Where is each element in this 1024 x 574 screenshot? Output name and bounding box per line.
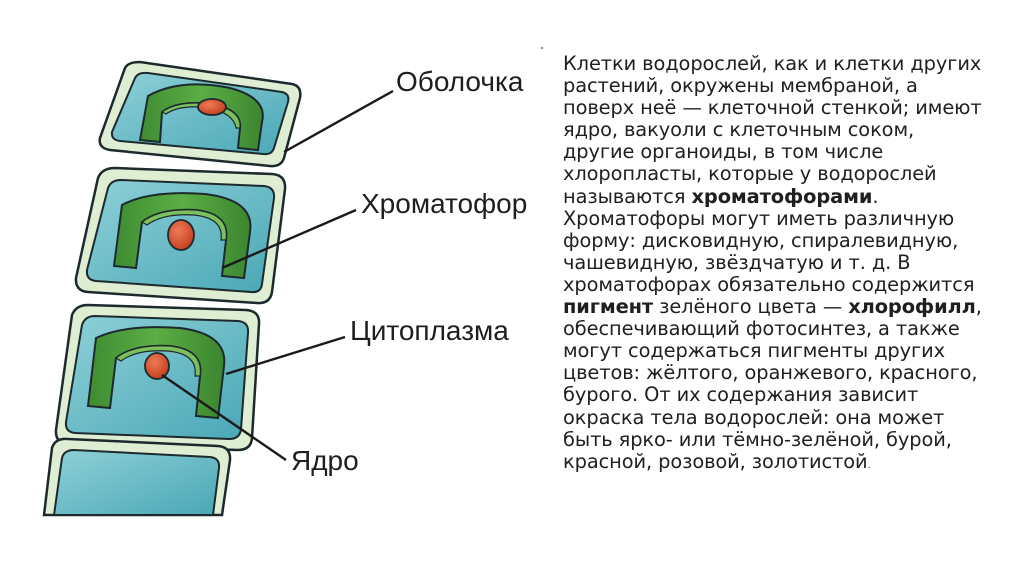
term-pigment: пигмент [563,295,654,319]
cytoplasm [52,448,221,516]
cell-4 [42,437,232,517]
text-end-dot: . [867,460,871,471]
nucleus [167,219,195,251]
text-part-2: . Хроматофоры могут иметь различную форм… [563,184,975,296]
pointer-line-wall [283,89,394,154]
cell-3 [54,303,261,452]
chromatophore [86,326,226,420]
algae-cell-diagram: Оболочка Хроматофор Цитоплазма Ядро [42,60,527,517]
cell-1 [98,60,302,168]
pointer-line-nucleus [161,374,287,461]
chromatophore [112,192,252,280]
label-cytoplasm: Цитоплазма [350,315,509,346]
pointer-line-cytoplasm [225,335,346,376]
term-chlorophyll: хлорофилл [848,295,976,319]
nucleus [144,352,170,380]
description-text: Клетки водорослей, как и клетки других р… [563,52,983,477]
label-chromatophore: Хроматофор [361,188,527,219]
stray-dot [541,47,543,49]
nucleus [197,98,227,116]
text-part-1: Клетки водорослей, как и клетки других р… [563,52,982,208]
label-wall: Оболочка [396,66,524,97]
cell-2 [74,166,287,305]
term-chromatophores: хроматофорами [691,184,873,208]
text-part-3: зелёного цвета — [653,295,849,319]
text-part-4: , обеспечивающий фотосинтез, а также мог… [563,295,982,473]
label-nucleus: Ядро [291,445,359,476]
pointer-line-chromatophore [221,208,357,270]
